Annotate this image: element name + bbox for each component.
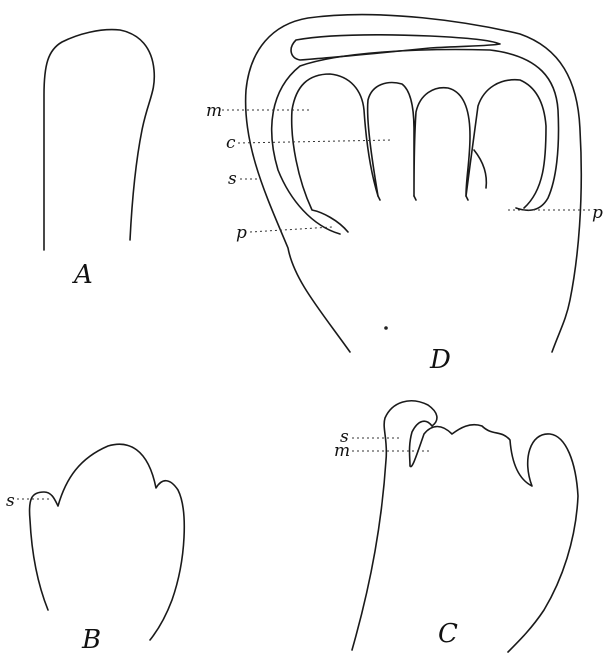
panel-a: A (44, 30, 154, 290)
panel-a-label: A (72, 260, 93, 290)
panel-a-outline (44, 30, 154, 250)
panel-b: B s (6, 444, 184, 653)
panel-d-part-p-left: p (236, 223, 247, 243)
panel-c-part-m: m (334, 441, 350, 461)
panel-d: D m c s p p (206, 15, 603, 375)
panel-c-outline (352, 401, 578, 652)
panel-d-leader-c (238, 140, 392, 143)
panel-d-label: D (429, 345, 451, 375)
panel-d-nub (474, 150, 486, 188)
panel-d-lobe-divider-1 (378, 196, 380, 200)
panel-d-lobe-divider-3 (466, 196, 468, 200)
panel-d-lobes (292, 74, 546, 232)
panel-b-label: B (81, 625, 101, 653)
panel-d-leader-p-left (250, 227, 332, 232)
panel-b-part-s: s (6, 491, 15, 511)
panel-d-lobe-divider-2 (414, 196, 416, 200)
panel-d-part-c: c (226, 133, 236, 153)
panel-d-part-s: s (228, 169, 237, 189)
panel-d-part-p-right: p (592, 203, 603, 223)
panel-c: C s m (334, 401, 578, 652)
panel-d-dot (384, 326, 388, 330)
panel-d-part-m: m (206, 101, 222, 121)
panel-b-outline (30, 444, 185, 640)
panel-d-inner-flap (291, 35, 500, 60)
panel-c-label: C (438, 619, 458, 649)
